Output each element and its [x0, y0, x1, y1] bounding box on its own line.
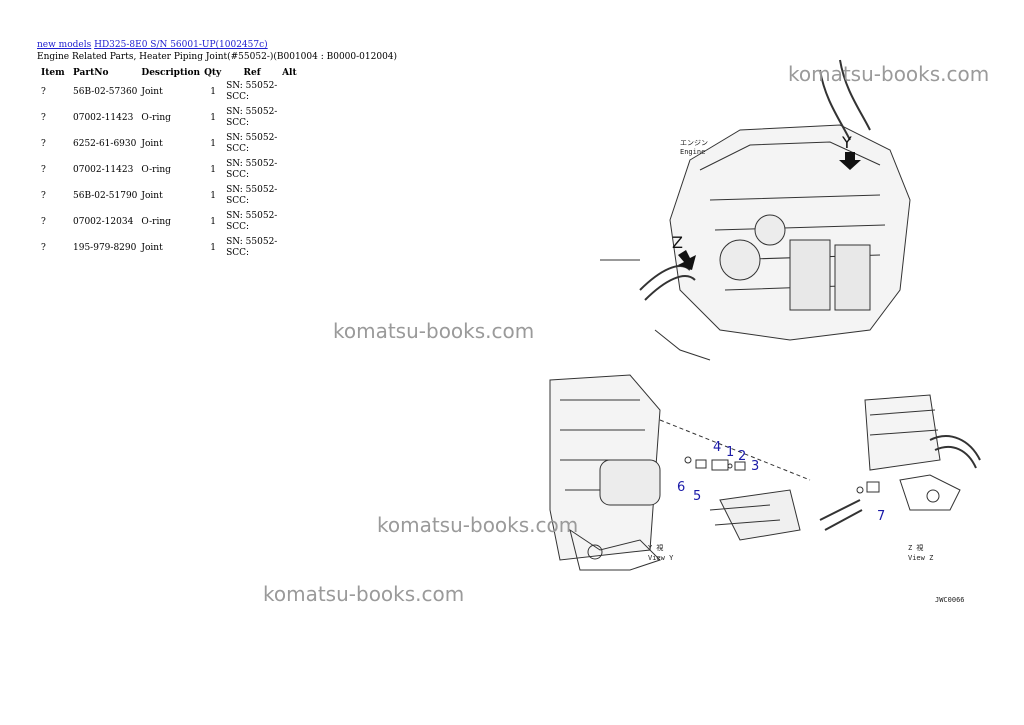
table-row: ? 07002-11423 O-ring 1 SN: 55052-SCC: [37, 157, 304, 183]
cell-partno: 195-979-8290 [73, 243, 137, 253]
view-y-caption: View Y [648, 554, 674, 562]
cell-qty: 1 [210, 165, 216, 175]
cell-alt [280, 235, 304, 261]
parts-diagram: エンジン Engine Y Z Y 視 View Y Z 視 View Z JW… [549, 59, 981, 604]
watermark-text: komatsu-books.com [333, 319, 535, 343]
cell-description: Joint [141, 139, 163, 149]
cell-item: ? [41, 243, 46, 253]
table-row: ? 07002-12034 O-ring 1 SN: 55052-SCC: [37, 209, 304, 235]
cell-description: O-ring [141, 165, 171, 175]
cell-ref: SN: 55052-SCC: [226, 159, 278, 180]
engine-illustration [600, 59, 911, 361]
view-y-marker: Y [841, 133, 852, 152]
drawing-id: JWC0066 [935, 596, 965, 604]
cell-item: ? [41, 87, 46, 97]
cell-item: ? [41, 191, 46, 201]
cell-alt [280, 79, 304, 105]
watermark-text: komatsu-books.com [788, 62, 990, 86]
cell-description: Joint [141, 243, 163, 253]
callout-7: 7 [877, 509, 885, 524]
cell-qty: 1 [210, 139, 216, 149]
header-partno: PartNo [73, 68, 109, 78]
cell-qty: 1 [210, 191, 216, 201]
header-item: Item [41, 68, 65, 78]
table-row: ? 56B-02-57360 Joint 1 SN: 55052-SCC: [37, 79, 304, 105]
cell-description: Joint [141, 191, 163, 201]
table-row: ? 56B-02-51790 Joint 1 SN: 55052-SCC: [37, 183, 304, 209]
cell-alt [280, 183, 304, 209]
table-row: ? 195-979-8290 Joint 1 SN: 55052-SCC: [37, 235, 304, 261]
breadcrumb-link-new-models[interactable]: new models [37, 40, 92, 50]
watermark-text: komatsu-books.com [377, 513, 579, 537]
cell-qty: 1 [210, 87, 216, 97]
callout-2: 2 [738, 449, 746, 464]
cell-partno: 07002-11423 [73, 165, 134, 175]
breadcrumb: new models HD325-8E0 S/N 56001-UP(100245… [37, 40, 268, 51]
table-row: ? 6252-61-6930 Joint 1 SN: 55052-SCC: [37, 131, 304, 157]
view-z-caption-jp: Z 視 [908, 543, 923, 552]
view-z-marker: Z [672, 233, 683, 252]
cell-description: O-ring [141, 217, 171, 227]
callout-4: 4 [713, 440, 721, 455]
cell-description: O-ring [141, 113, 171, 123]
arrow-y-icon [839, 152, 861, 170]
cell-ref: SN: 55052-SCC: [226, 185, 278, 206]
cell-item: ? [41, 139, 46, 149]
header-description: Description [141, 68, 201, 78]
cell-item: ? [41, 217, 46, 227]
cell-partno: 56B-02-51790 [73, 191, 138, 201]
breadcrumb-link-model[interactable]: HD325-8E0 S/N 56001-UP(1002457c) [94, 40, 268, 50]
table-row: ? 07002-11423 O-ring 1 SN: 55052-SCC: [37, 105, 304, 131]
parts-table: Item PartNo Description Qty Ref Alt ? 56… [37, 65, 304, 261]
callout-6: 6 [677, 480, 685, 495]
view-y-illustration [549, 374, 811, 571]
cell-partno: 6252-61-6930 [73, 139, 137, 149]
view-z-illustration [819, 394, 981, 531]
page-title: Engine Related Parts, Heater Piping Join… [37, 52, 398, 62]
cell-qty: 1 [210, 243, 216, 253]
callout-3: 3 [751, 459, 759, 474]
cell-partno: 07002-12034 [73, 217, 134, 227]
arrow-markers [678, 152, 861, 270]
view-y-caption-jp: Y 視 [648, 543, 663, 552]
cell-ref: SN: 55052-SCC: [226, 237, 278, 258]
cell-alt [280, 105, 304, 131]
header-ref: Ref [243, 68, 261, 78]
cell-ref: SN: 55052-SCC: [226, 133, 278, 154]
engine-label: Engine [680, 148, 705, 156]
table-header-row: Item PartNo Description Qty Ref Alt [37, 65, 304, 79]
arrow-z-icon [678, 250, 696, 270]
cell-ref: SN: 55052-SCC: [226, 81, 278, 102]
cell-qty: 1 [210, 113, 216, 123]
cell-alt [280, 157, 304, 183]
header-qty: Qty [204, 68, 222, 78]
engine-label-jp: エンジン [680, 139, 708, 147]
cell-ref: SN: 55052-SCC: [226, 107, 278, 128]
callout-5: 5 [693, 489, 701, 504]
cell-ref: SN: 55052-SCC: [226, 211, 278, 232]
callout-1: 1 [726, 445, 734, 460]
cell-alt [280, 209, 304, 235]
cell-description: Joint [141, 87, 163, 97]
header-alt: Alt [282, 68, 297, 78]
cell-item: ? [41, 113, 46, 123]
cell-qty: 1 [210, 217, 216, 227]
cell-partno: 07002-11423 [73, 113, 134, 123]
watermark-text: komatsu-books.com [263, 582, 465, 606]
cell-alt [280, 131, 304, 157]
cell-partno: 56B-02-57360 [73, 87, 138, 97]
view-z-caption: View Z [908, 554, 933, 562]
cell-item: ? [41, 165, 46, 175]
